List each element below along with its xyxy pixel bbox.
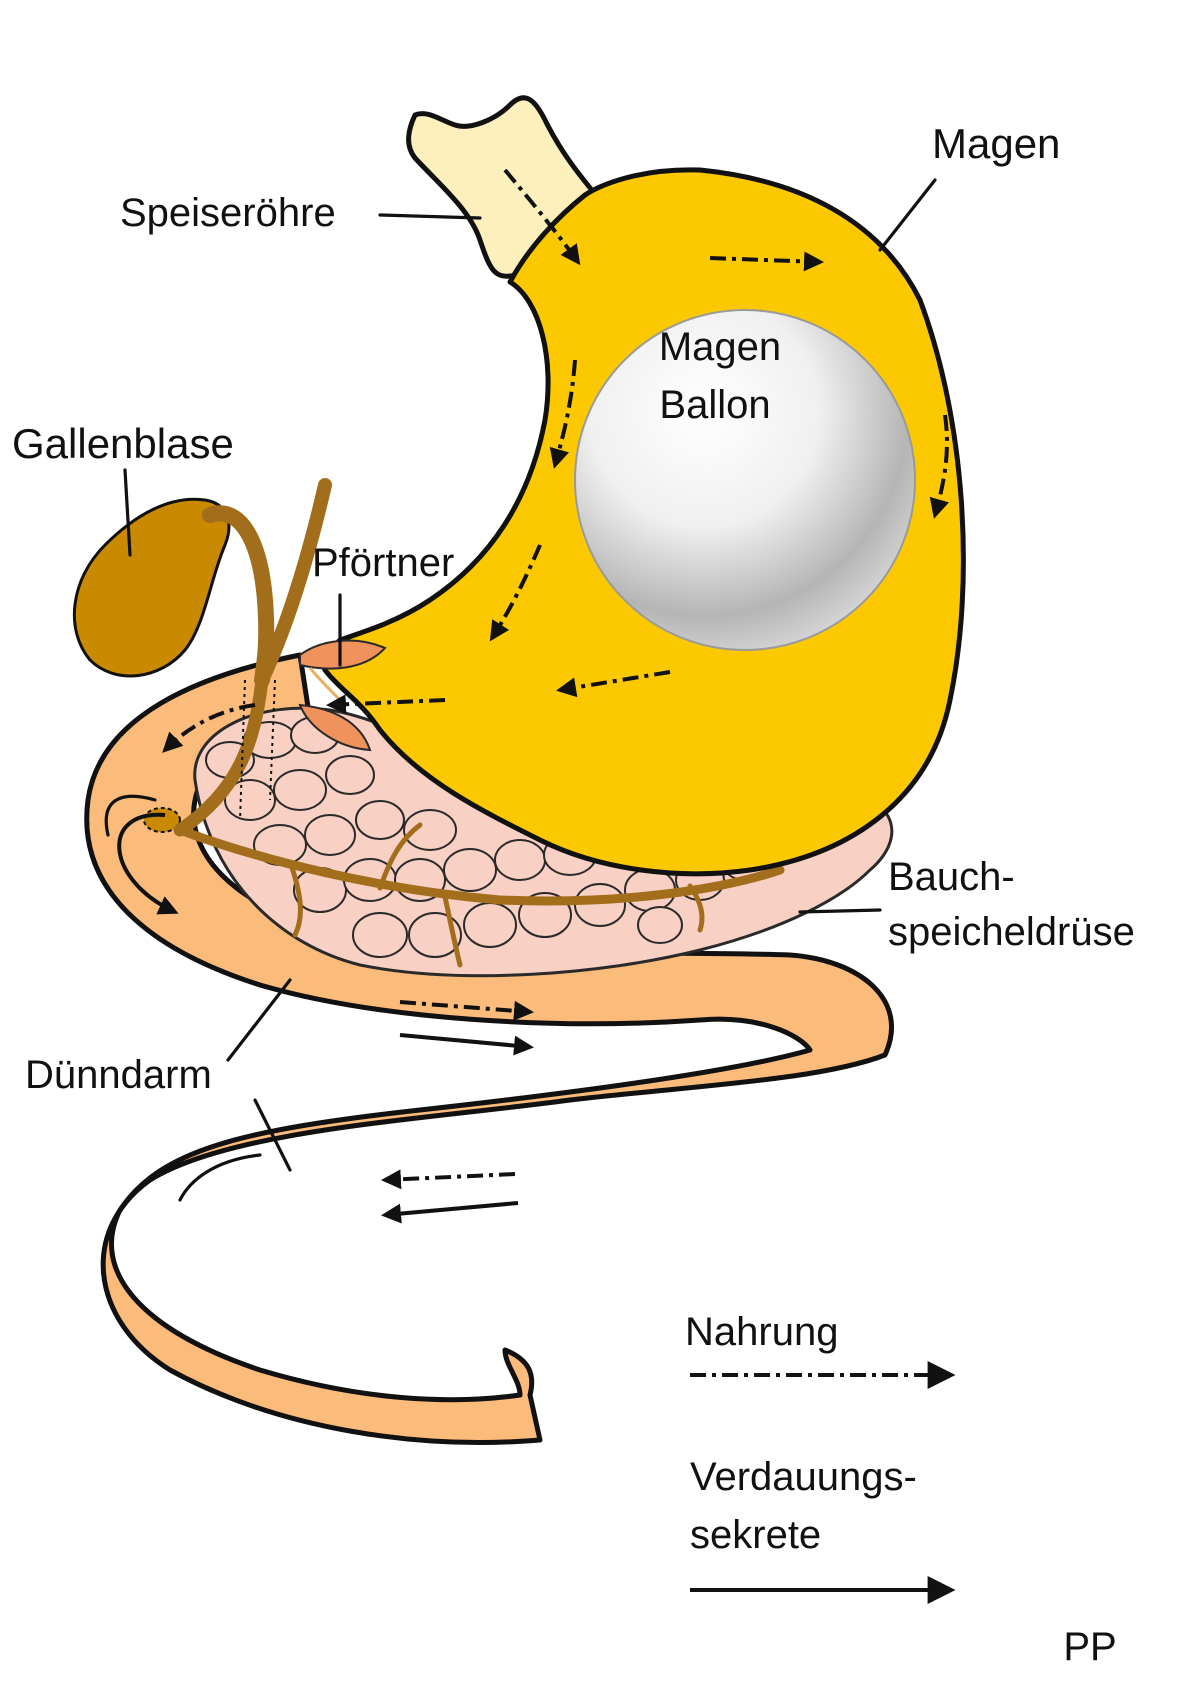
intestine-fold-line <box>178 1153 262 1202</box>
leader-small-intestine-lower <box>253 1098 292 1172</box>
food-flow-arrows <box>162 168 950 1190</box>
label-stomach: Magen <box>932 120 1060 167</box>
secretion-arrow <box>381 1201 519 1224</box>
leader-pancreas <box>798 908 882 914</box>
duct-branch <box>687 883 705 933</box>
food-arrow <box>503 168 581 266</box>
label-small-intestine: Dünndarm <box>25 1053 212 1097</box>
balloon-sphere <box>574 309 916 651</box>
legend-secretions-line2: sekrete <box>690 1513 821 1557</box>
food-arrow <box>399 1000 534 1021</box>
label-pancreas-line1: Bauch- <box>888 855 1015 899</box>
duct-branch <box>287 859 303 938</box>
legend-secretions-line1: Verdauungs- <box>690 1455 917 1499</box>
food-arrow <box>549 359 577 469</box>
gallbladder-system <box>72 478 332 837</box>
label-esophagus: Speiseröhre <box>120 191 336 235</box>
pancreatic-duct <box>175 825 785 906</box>
secretion-arrow <box>399 1033 534 1056</box>
duct-branch <box>377 822 423 891</box>
balloon-label-line1: Magen <box>659 325 781 369</box>
leader-esophagus <box>378 213 482 220</box>
label-pancreas-line2: speicheldrüse <box>888 910 1135 954</box>
pylorus-muscle-upper <box>299 639 387 670</box>
intestine-fold-line <box>104 794 157 837</box>
legend-food-label: Nahrung <box>685 1310 838 1354</box>
leader-small-intestine-upper <box>226 978 292 1062</box>
label-gallbladder: Gallenblase <box>12 420 234 467</box>
food-arrow <box>929 414 950 519</box>
secretion-flow-arrows <box>117 812 534 1224</box>
common-bile-duct <box>173 673 269 837</box>
label-pylorus: Pförtner <box>312 541 454 585</box>
leader-gallbladder <box>123 468 132 557</box>
author-mark: PP <box>1063 1625 1116 1669</box>
food-arrow <box>381 1169 516 1190</box>
labels: Speiseröhre Magen Gallenblase Pförtner B… <box>12 120 1135 1669</box>
hepatic-duct <box>255 478 332 687</box>
bile-duct-hidden-left <box>239 679 246 821</box>
food-arrow <box>556 670 671 698</box>
balloon-label-line2: Ballon <box>659 383 770 427</box>
leader-stomach <box>878 178 937 252</box>
food-arrow <box>162 703 256 753</box>
gastric-balloon: Magen Ballon <box>574 309 916 651</box>
gallbladder <box>72 497 231 678</box>
duct-branch <box>442 894 463 968</box>
legend: Nahrung Verdauungs- sekrete <box>685 1310 956 1604</box>
food-arrow <box>489 544 542 642</box>
secretion-arrow <box>117 812 179 915</box>
bile-duct-hidden-right <box>269 679 276 801</box>
food-arrow <box>326 694 446 715</box>
food-arrow <box>709 251 824 272</box>
